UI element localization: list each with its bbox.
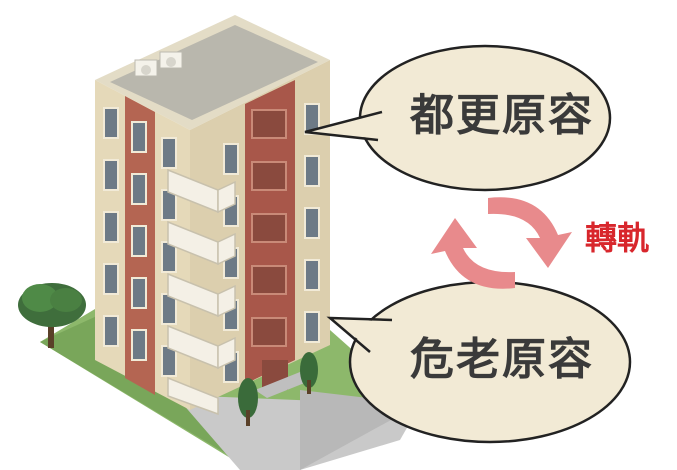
apartment-building [95,15,330,416]
refresh-cycle-arrows [431,197,572,289]
switch-label: 轉軌 [585,219,650,257]
shrub [238,352,318,426]
tree-icon [18,283,86,348]
bottom-bubble-label: 危老原容 [410,334,594,385]
speech-bubble-top [304,44,612,192]
top-bubble-label: 都更原容 [410,90,594,141]
